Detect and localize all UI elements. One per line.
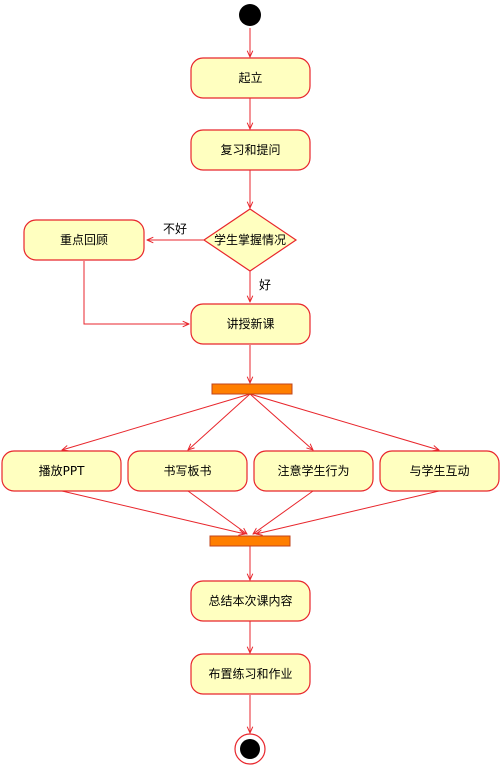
activity-summarize: 总结本次课内容 bbox=[190, 580, 311, 622]
decision-mastery: 学生掌握情况 bbox=[202, 208, 298, 272]
activity-watch-behavior-label: 注意学生行为 bbox=[277, 463, 349, 478]
activity-key-review: 重点回顾 bbox=[23, 219, 145, 261]
activity-play-ppt-label: 播放PPT bbox=[39, 463, 85, 478]
activity-teach-new: 讲授新课 bbox=[190, 303, 311, 345]
join-bar bbox=[209, 535, 291, 547]
activity-write-board: 书写板书 bbox=[127, 450, 248, 492]
edge-label-not-good: 不好 bbox=[163, 222, 187, 236]
activity-stand-up: 起立 bbox=[190, 57, 311, 99]
activity-play-ppt: 播放PPT bbox=[1, 450, 122, 492]
edge-play-ppt-to-join bbox=[61, 490, 245, 534]
activity-interact-label: 与学生互动 bbox=[409, 463, 469, 478]
edge-interact-to-join bbox=[256, 490, 440, 534]
activity-teach-new-label: 讲授新课 bbox=[226, 316, 274, 331]
edge-write-board-to-join bbox=[187, 490, 247, 534]
activity-assign-homework: 布置练习和作业 bbox=[190, 653, 311, 695]
activity-key-review-label: 重点回顾 bbox=[60, 233, 108, 247]
activity-stand-up-label: 起立 bbox=[238, 70, 262, 85]
activity-interact: 与学生互动 bbox=[379, 450, 500, 492]
activity-write-board-label: 书写板书 bbox=[163, 464, 211, 478]
edge-key-review-to-teach bbox=[83, 261, 189, 324]
edge-fork-to-play-ppt bbox=[62, 393, 251, 450]
edges bbox=[62, 28, 439, 733]
activity-review-question: 复习和提问 bbox=[190, 129, 311, 171]
end-node bbox=[234, 733, 266, 765]
edge-watch-behavior-to-join bbox=[253, 490, 314, 534]
fork-bar bbox=[211, 383, 293, 395]
activity-watch-behavior: 注意学生行为 bbox=[253, 450, 374, 492]
edge-fork-to-watch-behavior bbox=[249, 393, 313, 450]
activity-assign-homework-label: 布置练习和作业 bbox=[208, 666, 292, 681]
edge-fork-to-interact bbox=[249, 393, 439, 450]
edge-label-good: 好 bbox=[259, 278, 271, 292]
activity-summarize-label: 总结本次课内容 bbox=[208, 593, 292, 608]
decision-mastery-label: 学生掌握情况 bbox=[214, 232, 286, 247]
start-node bbox=[239, 4, 261, 26]
edge-fork-to-write-board bbox=[188, 393, 251, 450]
activity-review-question-label: 复习和提问 bbox=[220, 142, 280, 157]
